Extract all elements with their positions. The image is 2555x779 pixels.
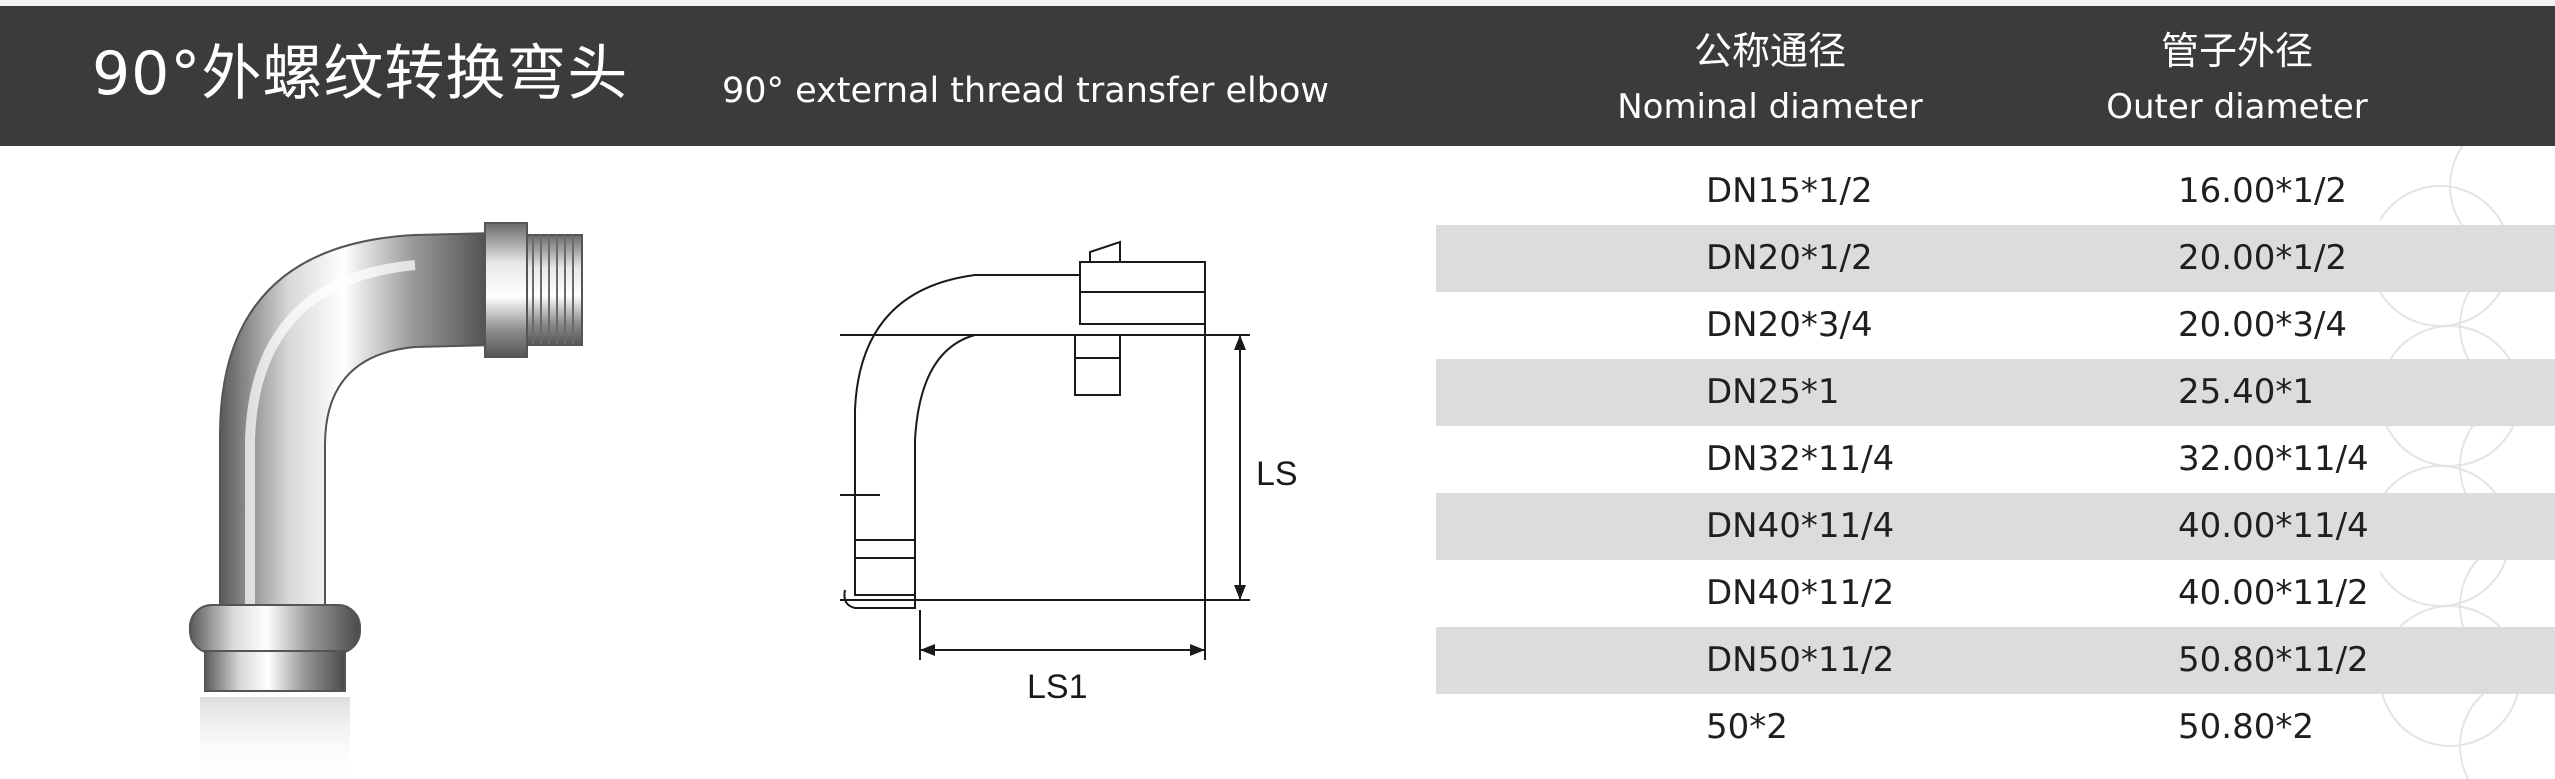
column-header-nominal: 公称通径 Nominal diameter — [1510, 32, 2030, 124]
outer-diameter-cell: 40.00*11/2 — [2178, 573, 2369, 613]
column-header-outer-cn: 管子外径 — [2160, 29, 2313, 73]
nominal-diameter-cell: DN25*1 — [1706, 372, 1840, 412]
outer-diameter-cell: 50.80*2 — [2178, 707, 2314, 747]
table-row: DN40*11/4 40.00*11/4 — [1436, 493, 2555, 560]
nominal-diameter-cell: 50*2 — [1706, 707, 1788, 747]
outer-diameter-cell: 32.00*11/4 — [2178, 439, 2369, 479]
nominal-diameter-cell: DN50*11/2 — [1706, 640, 1895, 680]
table-row: DN20*3/4 20.00*3/4 — [1436, 292, 2555, 359]
nominal-diameter-cell: DN40*11/4 — [1706, 506, 1895, 546]
outer-diameter-cell: 25.40*1 — [2178, 372, 2314, 412]
header-bar: 90°外螺纹转换弯头 90° external thread transfer … — [0, 6, 2555, 146]
outer-diameter-cell: 40.00*11/4 — [2178, 506, 2369, 546]
table-row: DN40*11/2 40.00*11/2 — [1436, 560, 2555, 627]
dimension-label-ls: LS — [1256, 455, 1298, 493]
outer-diameter-cell: 16.00*1/2 — [2178, 171, 2348, 211]
column-header-nominal-cn: 公称通径 — [1693, 29, 1846, 73]
table-row: DN20*1/2 20.00*1/2 — [1436, 225, 2555, 292]
top-band — [0, 0, 2555, 6]
title-english: 90° external thread transfer elbow — [722, 71, 1330, 111]
outer-diameter-cell: 50.80*11/2 — [2178, 640, 2369, 680]
nominal-diameter-cell: DN20*3/4 — [1706, 305, 1873, 345]
outer-diameter-cell: 20.00*1/2 — [2178, 238, 2348, 278]
column-header-outer-en: Outer diameter — [2106, 87, 2368, 127]
dimension-label-ls1: LS1 — [1027, 668, 1088, 706]
title-chinese: 90°外螺纹转换弯头 — [92, 39, 629, 109]
nominal-diameter-cell: DN32*11/4 — [1706, 439, 1895, 479]
column-header-nominal-en: Nominal diameter — [1617, 87, 1923, 127]
elbow-technical-drawing — [840, 240, 1250, 660]
elbow-product-photo — [189, 222, 583, 779]
table-row: 50*2 50.80*2 — [1436, 694, 2555, 761]
table-row: DN50*11/2 50.80*11/2 — [1436, 627, 2555, 694]
table-row: DN32*11/4 32.00*11/4 — [1436, 426, 2555, 493]
nominal-diameter-cell: DN40*11/2 — [1706, 573, 1895, 613]
nominal-diameter-cell: DN20*1/2 — [1706, 238, 1873, 278]
outer-diameter-cell: 20.00*3/4 — [2178, 305, 2348, 345]
table-row: DN25*1 25.40*1 — [1436, 359, 2555, 426]
nominal-diameter-cell: DN15*1/2 — [1706, 171, 1873, 211]
spec-table: DN15*1/2 16.00*1/2 DN20*1/2 20.00*1/2 DN… — [1436, 158, 2555, 761]
column-header-outer: 管子外径 Outer diameter — [1977, 32, 2497, 124]
table-row: DN15*1/2 16.00*1/2 — [1436, 158, 2555, 225]
